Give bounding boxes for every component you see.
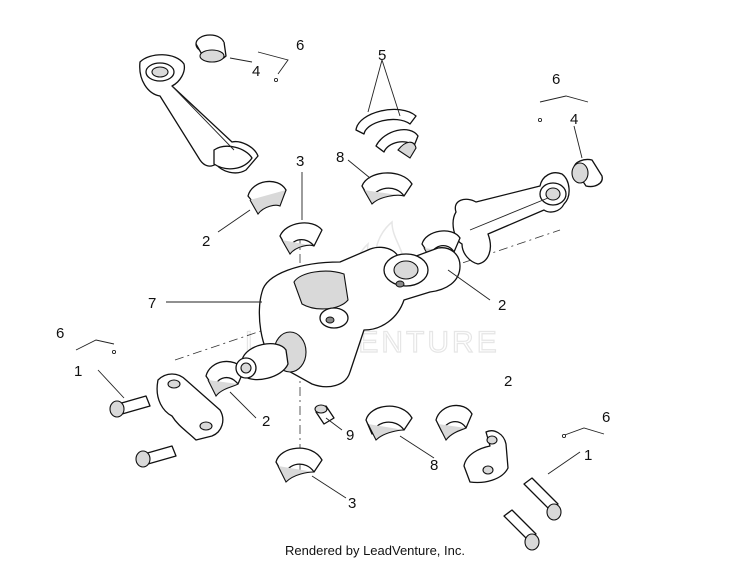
- connecting-rod-upper[interactable]: [139, 54, 259, 174]
- rod-bolt-left-upper[interactable]: [109, 395, 151, 418]
- bearing-shell-upper-right[interactable]: [361, 172, 413, 205]
- callout-5: 5: [378, 47, 386, 64]
- callout-6-left: 6: [56, 325, 64, 342]
- callout-2-right: 2: [498, 297, 506, 314]
- callout-7: 7: [148, 295, 156, 312]
- crankshaft[interactable]: [235, 246, 461, 388]
- callout-6-upper-left: 6: [296, 37, 304, 54]
- callout-4-upper-right: 4: [570, 111, 578, 128]
- callout-3-lower: 3: [348, 495, 356, 512]
- small-end-bushing-right[interactable]: [571, 158, 603, 188]
- callout-9: 9: [346, 427, 354, 444]
- callout-3-upper: 3: [296, 153, 304, 170]
- rod-cap-left[interactable]: [156, 373, 224, 441]
- footer-credit: Rendered by LeadVenture, Inc.: [285, 543, 465, 558]
- bearing-shell-bottom[interactable]: [275, 447, 323, 483]
- callout-6-lower-right: 6: [602, 409, 610, 426]
- rod-cap-right[interactable]: [463, 430, 509, 484]
- thrust-washer-pair[interactable]: [355, 108, 419, 159]
- callout-1-left: 1: [74, 363, 82, 380]
- callout-8-upper: 8: [336, 149, 344, 166]
- callout-2-lower-right: 2: [504, 373, 512, 390]
- callout-2-lower-left: 2: [262, 413, 270, 430]
- callout-4-upper-left: 4: [252, 63, 260, 80]
- leader-lines: [75, 51, 605, 499]
- callout-2-upper-left: 2: [202, 233, 210, 250]
- bearing-shell-lower-mid[interactable]: [365, 405, 413, 441]
- callout-labels: 6 4 5 6 4 3 8 2 2 7 6 1 2 2 9 8 3 6 1: [56, 37, 610, 512]
- callout-8-lower: 8: [430, 457, 438, 474]
- bearing-shell-left[interactable]: [205, 360, 245, 398]
- bearing-shell-lower-right[interactable]: [435, 404, 473, 442]
- dowel-pin[interactable]: [314, 404, 335, 425]
- bearing-shell-upper-left[interactable]: [247, 180, 287, 215]
- bracket-dots: [112, 78, 567, 438]
- rod-bolt-right-upper[interactable]: [523, 477, 562, 521]
- connecting-rod-right[interactable]: [452, 172, 570, 265]
- rod-bolt-left-lower[interactable]: [135, 445, 177, 468]
- small-end-bushing-upper[interactable]: [195, 34, 227, 63]
- callout-6-upper-right: 6: [552, 71, 560, 88]
- bearing-shell-upper-mid[interactable]: [279, 222, 323, 255]
- rod-bolt-right-lower[interactable]: [503, 509, 540, 551]
- callout-1-lower-right: 1: [584, 447, 592, 464]
